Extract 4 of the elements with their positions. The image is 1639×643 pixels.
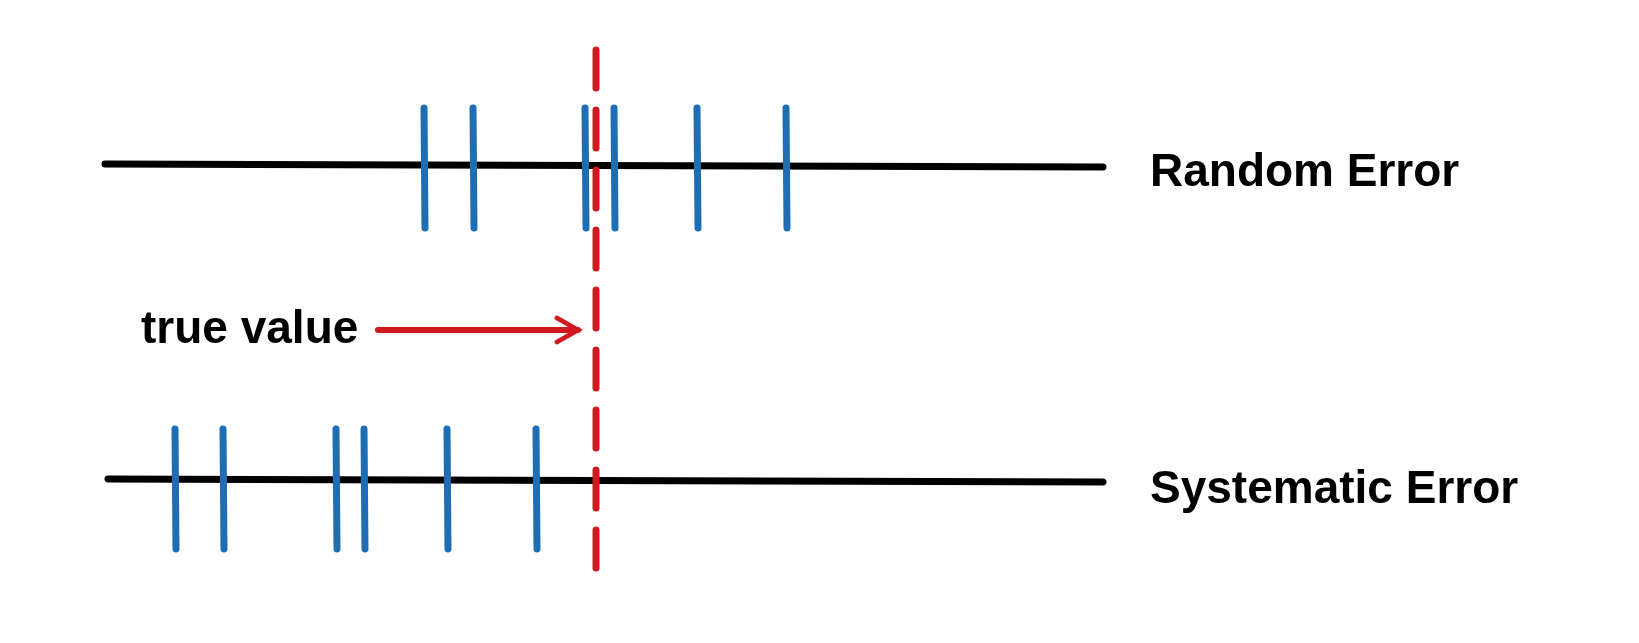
true-value-label: true value [141,301,359,353]
row-label: Systematic Error [1150,461,1519,513]
row-label: Random Error [1150,144,1460,196]
arrow [375,315,581,345]
